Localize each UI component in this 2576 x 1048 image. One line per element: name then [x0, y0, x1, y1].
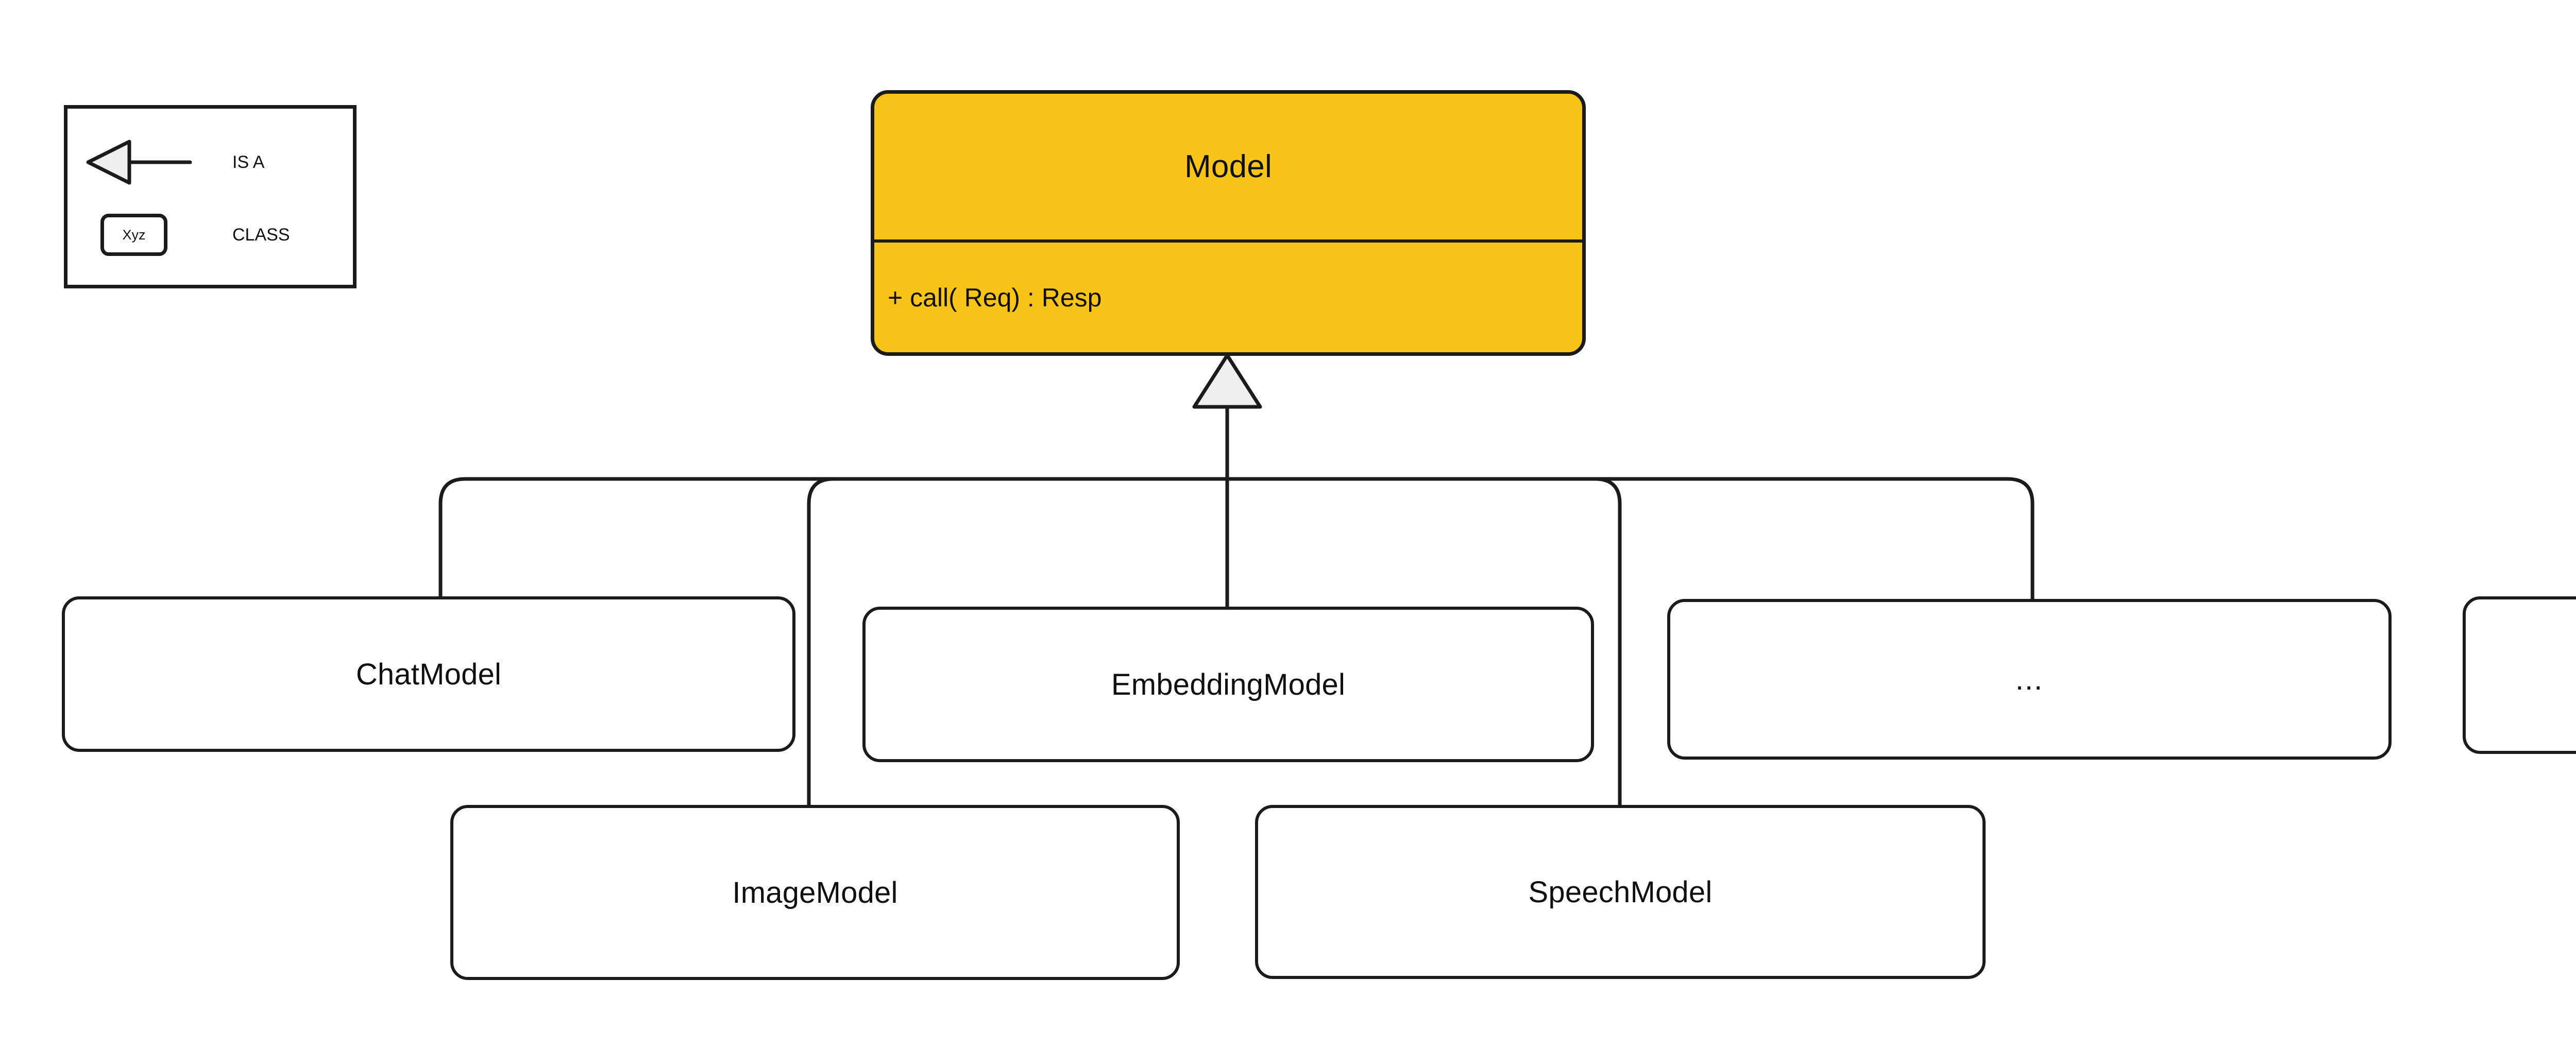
edge-model-ellipsis [1225, 477, 2035, 602]
legend-row-is-a: IS A [81, 133, 344, 191]
class-box-imagemodel[interactable]: ImageModel [450, 805, 1180, 980]
class-sample-icon: Xyz [81, 201, 220, 268]
class-title-speechmodel: SpeechModel [1528, 875, 1713, 909]
legend-row-class: Xyz CLASS [81, 201, 344, 268]
legend-xyz-box: Xyz [100, 214, 167, 256]
class-title-model-ellipsis: ... [2015, 662, 2044, 696]
class-box-embeddingmodel[interactable]: EmbeddingModel [862, 607, 1594, 762]
class-title-model: Model [874, 94, 1582, 243]
class-box-model[interactable]: Model + call( Req) : Resp [871, 90, 1586, 356]
class-operation-model-call: + call( Req) : Resp [888, 283, 1102, 312]
class-box-chatmodel[interactable]: ChatModel [62, 596, 795, 752]
class-title-imagemodel: ImageModel [732, 875, 898, 909]
class-title-streamingchatmodel: StreamingChatModel [2466, 599, 2576, 751]
class-box-model-ellipsis[interactable]: ... [1667, 599, 2392, 760]
class-box-speechmodel[interactable]: SpeechModel [1255, 805, 1986, 979]
class-title-chatmodel: ChatModel [355, 657, 502, 691]
legend-xyz-label: Xyz [122, 227, 146, 243]
generalization-triangle-model [1192, 353, 1262, 409]
legend-label-class: CLASS [232, 225, 290, 245]
class-title-embeddingmodel: EmbeddingModel [1111, 667, 1346, 701]
legend-box: IS A Xyz CLASS [64, 105, 357, 288]
is-a-arrow-icon [81, 133, 220, 191]
edge-model-chatmodel [438, 477, 1229, 599]
class-box-streamingchatmodel[interactable]: StreamingChatModel [2463, 596, 2576, 754]
legend-label-is-a: IS A [232, 152, 265, 172]
